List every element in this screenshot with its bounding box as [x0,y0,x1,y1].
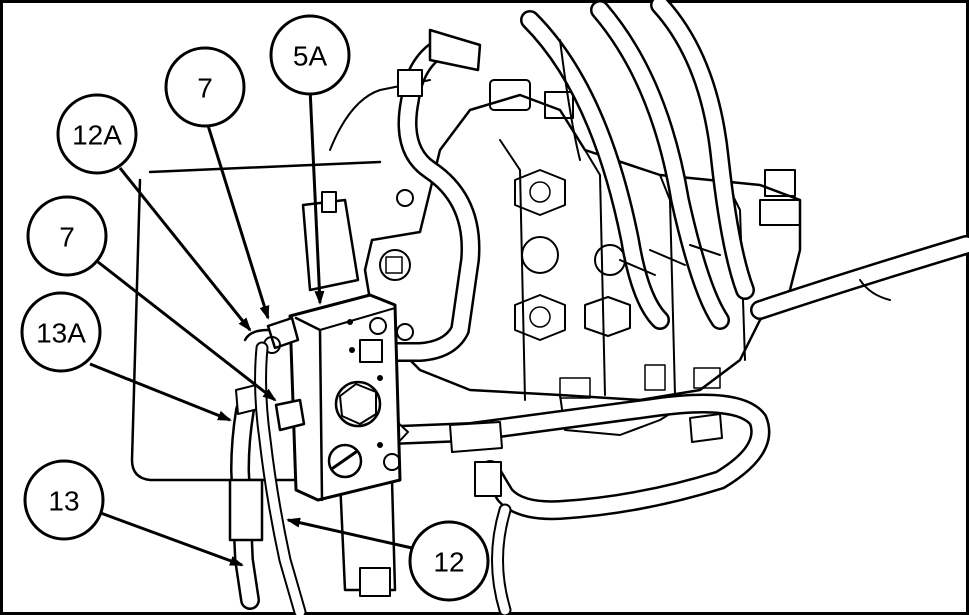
valve-block-5a [263,293,402,502]
callout-13a: 13A [20,291,102,373]
panel-edge [329,79,431,151]
left-hoses [228,328,307,615]
callout-label-12a: 12A [72,120,122,151]
leader-13a [89,362,232,422]
callout-label-5a: 5A [293,41,328,72]
callout-label-7-top: 7 [197,73,213,104]
leader-lines [89,87,413,567]
callout-7-mid: 7 [26,195,108,277]
callout-label-7-mid: 7 [59,222,75,253]
upper-hose [368,28,482,362]
callout-circle [269,14,351,96]
callout-circle [408,520,490,602]
callout-circle [26,195,108,277]
callout-12: 12 [408,520,490,602]
callout-5a: 5A [269,14,351,96]
callout-circle [23,459,105,541]
leader-12 [286,517,413,550]
mounting-panel [130,160,382,482]
leader-5a [308,87,325,305]
callout-label-13: 13 [48,486,79,517]
pressure-accumulator [301,191,397,597]
leader-7-top [204,118,270,320]
callout-circle [56,93,138,175]
background-hoses [520,0,969,330]
callout-13: 13 [23,459,105,541]
callout-circle [164,46,246,128]
leader-7-mid [97,260,277,402]
lower-hose-loop [377,393,771,615]
callout-7-top: 7 [164,46,246,128]
callout-label-12: 12 [433,547,464,578]
callout-circle [20,291,102,373]
callout-12a: 12A [56,93,138,175]
leader-13 [97,510,244,567]
leader-12a [118,167,252,332]
callout-label-13a: 13A [36,318,86,349]
